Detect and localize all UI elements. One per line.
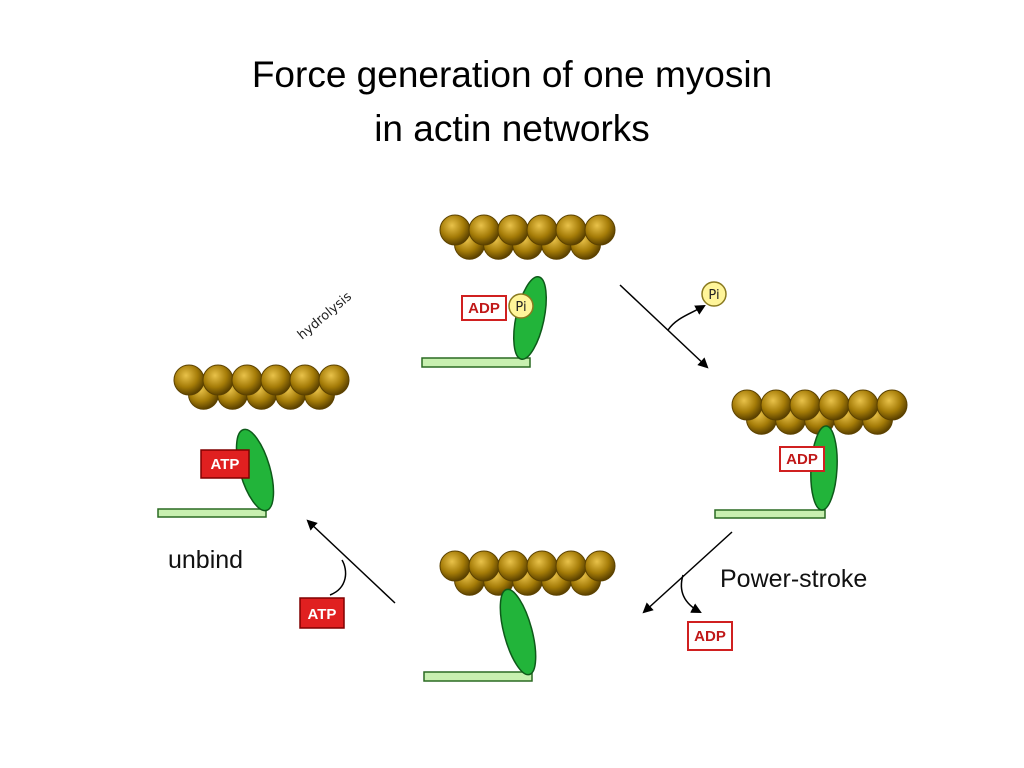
adp-box [687, 621, 733, 651]
actin-filament-right [731, 389, 908, 435]
myosin-head [499, 588, 537, 676]
actin-bead [584, 214, 616, 246]
actin-bead [818, 389, 850, 421]
myosin-left: ATP [157, 428, 275, 518]
power-stroke-arrow: ADP [642, 531, 733, 651]
actin-bead [555, 550, 587, 582]
adp-box [461, 295, 507, 321]
unbind-label: unbind [168, 546, 243, 574]
adp-box [779, 446, 825, 472]
myosin-rod [421, 357, 531, 368]
actin-filament-bottom [439, 550, 616, 596]
actin-bead [555, 214, 587, 246]
actin-bead [173, 364, 205, 396]
actin-bead [584, 550, 616, 582]
adp-label: ADP [786, 451, 818, 468]
actin-bead [526, 214, 558, 246]
myosin-rod [423, 671, 533, 682]
actin-bead [526, 550, 558, 582]
myosin-right: ADP [714, 425, 838, 519]
title-line-1: Force generation of one myosin [251, 54, 773, 95]
actin-bead [318, 364, 350, 396]
atp-label: ATP [211, 456, 240, 473]
actin-bead [731, 389, 763, 421]
myosin-top: ADP Pi [421, 276, 547, 368]
actin-bead [497, 214, 529, 246]
pi-release-arrow: Pi [619, 281, 727, 369]
adp-label: ADP [694, 628, 726, 645]
actin-bead [789, 389, 821, 421]
actin-bead [260, 364, 292, 396]
myosin-head [513, 276, 547, 360]
actin-bead [439, 550, 471, 582]
actin-bead [231, 364, 263, 396]
atp-box [200, 449, 250, 479]
power-stroke-label: Power-stroke [720, 565, 867, 593]
pi-circle [701, 281, 727, 307]
adp-label: ADP [468, 300, 500, 317]
pi-label: Pi [708, 288, 719, 303]
actin-bead [289, 364, 321, 396]
atp-label: ATP [308, 606, 337, 623]
actin-bead [202, 364, 234, 396]
atp-box [299, 597, 345, 629]
actin-bead [439, 214, 471, 246]
actin-bead [468, 214, 500, 246]
pi-circle [508, 293, 534, 319]
page-title: Force generation of one myosin in actin … [0, 48, 1024, 156]
myosin-bottom [423, 588, 537, 682]
actin-filament-left [173, 364, 350, 410]
myosin-rod [157, 508, 267, 518]
pi-label: Pi [515, 300, 526, 315]
atp-binding-arrow: ATP [299, 519, 396, 629]
actin-bead [468, 550, 500, 582]
title-line-2: in actin networks [374, 108, 650, 149]
actin-bead [847, 389, 879, 421]
hydrolysis-label: hydrolysis [295, 289, 355, 343]
myosin-rod [714, 509, 826, 519]
actin-bead [876, 389, 908, 421]
actin-bead [497, 550, 529, 582]
actin-bead [760, 389, 792, 421]
actin-filament-top [439, 214, 616, 260]
